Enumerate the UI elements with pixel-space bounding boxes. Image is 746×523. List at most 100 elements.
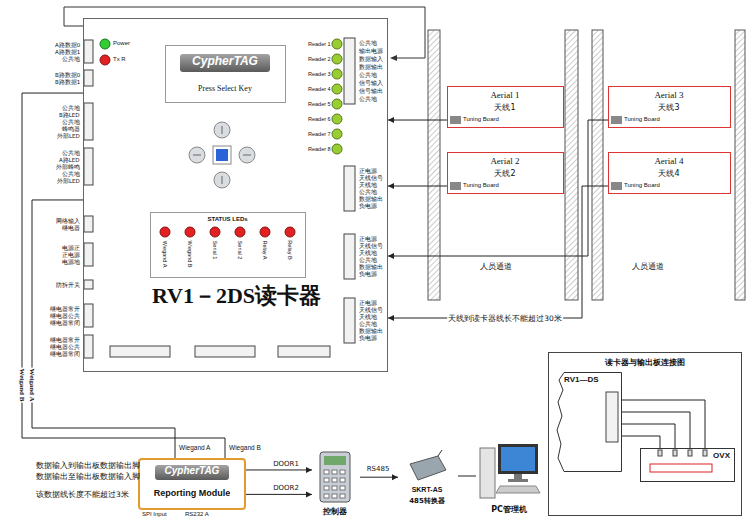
pin-label: 天线信号 <box>359 307 383 314</box>
inset-panel: 读卡器与输出板连接图RV1—DSOVX <box>548 352 742 516</box>
terminal-block <box>344 38 355 104</box>
pin-label: 继电器公共 <box>50 344 80 351</box>
node-title: STATUS LEDs <box>151 216 304 222</box>
tuning-board <box>450 182 461 190</box>
controller-keypad <box>332 470 337 474</box>
node-title: CypherTAG <box>180 54 270 72</box>
edge-label: DOOR2 <box>272 484 300 492</box>
pin-label: 正电源 <box>359 168 377 175</box>
node-title: Aerial 2 <box>448 156 562 166</box>
led-label: Relay B <box>287 240 294 259</box>
node-text: 天线1 <box>448 102 562 113</box>
connector <box>22 93 225 458</box>
node-text: 天线2 <box>448 168 562 179</box>
tuning-board <box>450 116 461 124</box>
terminal-block <box>84 70 93 86</box>
board-wire <box>64 7 425 58</box>
edge-label: DOOR1 <box>272 460 300 468</box>
converter-icon <box>438 450 442 456</box>
led-label: Relay A <box>262 240 269 259</box>
passage-wall <box>428 30 440 300</box>
output-pins <box>703 450 707 456</box>
pin-label: 天线信号 <box>359 175 383 182</box>
led <box>160 227 170 237</box>
pin-label: Reader 3 <box>308 71 331 78</box>
pin-label: 负电源 <box>359 271 377 278</box>
led <box>235 227 245 237</box>
pin-label: A路数据1 <box>55 49 80 56</box>
pin-label: 防拆开关 <box>56 282 80 289</box>
controller: 控制器 <box>312 450 360 518</box>
pin-label: 外部LED <box>57 178 80 185</box>
reporting-module: CypherTAGReporting Module <box>138 458 246 510</box>
pin-label: 信号输出 <box>359 88 383 95</box>
node-title: Aerial 4 <box>609 156 729 166</box>
pin-label: Reader 5 <box>308 101 331 108</box>
pin-label: A路LED <box>59 157 80 164</box>
keypad <box>243 155 251 156</box>
pin-label: 公共地 <box>359 321 377 328</box>
keypad <box>189 147 205 163</box>
pin-label: 公共地 <box>62 150 80 157</box>
connector <box>388 120 608 256</box>
converter-icon <box>410 450 446 480</box>
node-title: PC管理机 <box>476 504 542 515</box>
node-text: Tuning Board <box>624 116 660 122</box>
pc-icon <box>508 479 528 482</box>
pin-label: Reader 1 <box>308 41 331 48</box>
led-label: Serial 1 <box>212 240 219 259</box>
pin-label: 公共地 <box>359 40 377 47</box>
node-text: 485转换器 <box>398 496 456 506</box>
pin-label: 公共地 <box>359 189 377 196</box>
pin-label: RS232 A <box>185 511 209 518</box>
node-title: Aerial 1 <box>448 90 562 100</box>
pin-label: Reader 6 <box>308 116 331 123</box>
led <box>332 54 342 64</box>
pin-label: 公共地 <box>62 105 80 112</box>
antenna-box: Aerial 1天线1Tuning Board <box>447 86 564 128</box>
pin-label: 网络输入 <box>56 218 80 225</box>
note-label: Wiegand B <box>229 444 261 452</box>
terminal-block <box>84 103 93 140</box>
status-panel: STATUS LEDs <box>150 212 306 278</box>
terminal-block <box>344 298 355 343</box>
led-label: Serial 2 <box>237 240 244 259</box>
pc-icon <box>480 448 495 498</box>
keypad <box>189 122 255 188</box>
passage-wall <box>592 30 603 300</box>
terminal-block <box>344 166 355 211</box>
edge-label: Weigand A <box>28 368 36 403</box>
node-text: 天线3 <box>609 102 729 113</box>
pin-label: 外部蜂鸣 <box>56 164 80 171</box>
terminal-block <box>195 346 255 357</box>
pin-label: 正电源 <box>359 300 377 307</box>
node-title: RV1—DS <box>564 375 599 384</box>
note-label: 人员通道 <box>480 262 512 272</box>
pin-label: 继电器常开 <box>50 337 80 344</box>
keypad <box>193 155 201 156</box>
pin-label: 公共地 <box>62 119 80 126</box>
pin-label: B路数据0 <box>55 72 80 79</box>
node-title: OVX <box>713 451 730 460</box>
node-text: Press Select Key <box>166 84 284 93</box>
node-title: Aerial 3 <box>609 90 729 100</box>
pc: PC管理机 <box>476 440 544 516</box>
pin-label: 电源地 <box>62 259 80 266</box>
terminal-block <box>84 38 355 358</box>
pc-icon <box>496 486 540 493</box>
pin-label: 电源正 <box>62 245 80 252</box>
led <box>332 84 342 94</box>
keypad <box>239 147 255 163</box>
note-label: 数据输出至输出板数据输入脚 <box>36 472 140 481</box>
pin-label: 公共地 <box>359 72 377 79</box>
pin-label: 天线地 <box>359 182 377 189</box>
pin-label: 数据输出 <box>359 328 383 335</box>
rs485-converter: SKRT-AS485转换器 <box>398 452 458 512</box>
terminal-block <box>84 216 93 232</box>
edge-label: RS485 <box>366 465 391 473</box>
pin-label: 蜂鸣器 <box>62 126 80 133</box>
node-title: RV1－2DS读卡器 <box>129 281 344 311</box>
tuning-board <box>611 182 622 190</box>
led <box>332 144 342 154</box>
node-title: CypherTAG <box>155 465 229 480</box>
